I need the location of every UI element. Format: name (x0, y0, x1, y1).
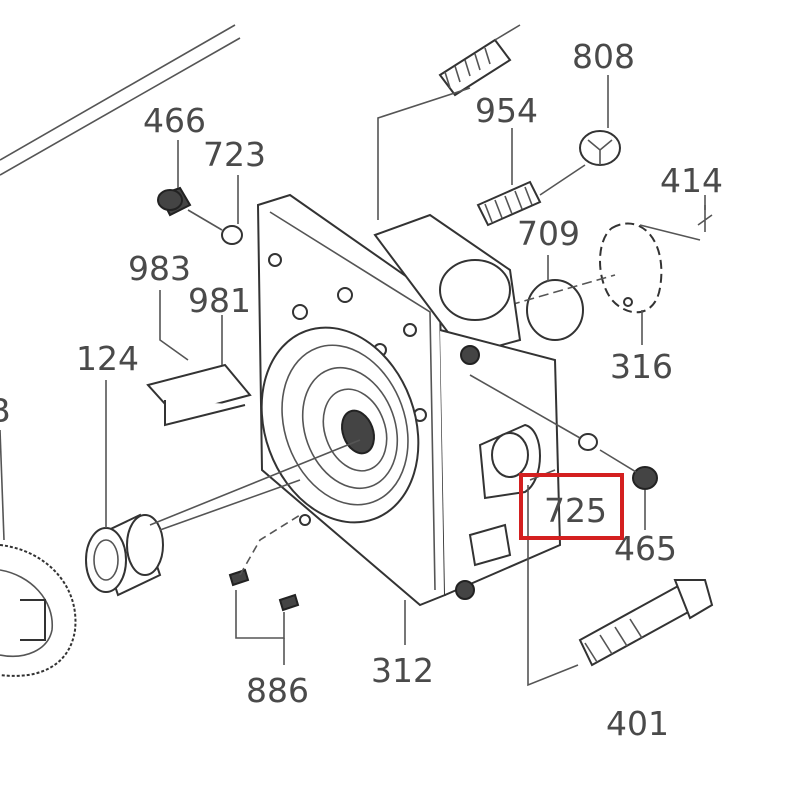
axis-line (599, 449, 637, 473)
label-954: 954 (475, 91, 538, 130)
label-886: 886 (246, 671, 309, 710)
top-bolt (438, 24, 521, 97)
part-725-washer (578, 433, 598, 451)
part-312-housing (256, 193, 562, 607)
axis-line (159, 479, 301, 531)
gear-partial (0, 544, 77, 677)
part-709-oring (526, 279, 584, 341)
label-316: 316 (610, 347, 673, 386)
label-983: 983 (128, 249, 191, 288)
axis-line (469, 374, 581, 439)
part-466-screw (157, 186, 192, 217)
shaft-edge-line (0, 37, 241, 176)
part-886-pins (228, 568, 300, 612)
label-981: 981 (188, 281, 251, 320)
part-808-nut (579, 130, 621, 166)
label-414: 414 (660, 161, 723, 200)
shaft-edge-line (0, 24, 236, 161)
part-316-cover (599, 222, 701, 314)
leader-983 (159, 290, 189, 361)
label-124: 124 (76, 339, 139, 378)
axis-line (239, 514, 301, 576)
part-124-bearing (85, 513, 164, 597)
leader-886 (235, 590, 285, 639)
part-401-bolt (578, 579, 714, 667)
label-808: 808 (572, 37, 635, 76)
label-709: 709 (517, 214, 580, 253)
leader-b (0, 429, 5, 541)
part-981-bracket (146, 363, 252, 427)
axis-line (149, 439, 361, 526)
leader-725-401 (527, 485, 579, 687)
label-723: 723 (203, 135, 266, 174)
part-723-washer (221, 225, 243, 245)
part-465-screw (632, 466, 658, 490)
leader-line (377, 87, 471, 220)
part-954-stud (476, 180, 542, 227)
label-b: B (0, 391, 11, 430)
axis-line (539, 164, 586, 196)
label-725: 725 (544, 491, 607, 530)
label-401: 401 (606, 704, 669, 743)
label-312: 312 (371, 651, 434, 690)
highlight-box (519, 473, 624, 540)
label-465: 465 (614, 529, 677, 568)
axis-line (509, 274, 616, 306)
label-466: 466 (143, 101, 206, 140)
axis-line (187, 209, 223, 231)
